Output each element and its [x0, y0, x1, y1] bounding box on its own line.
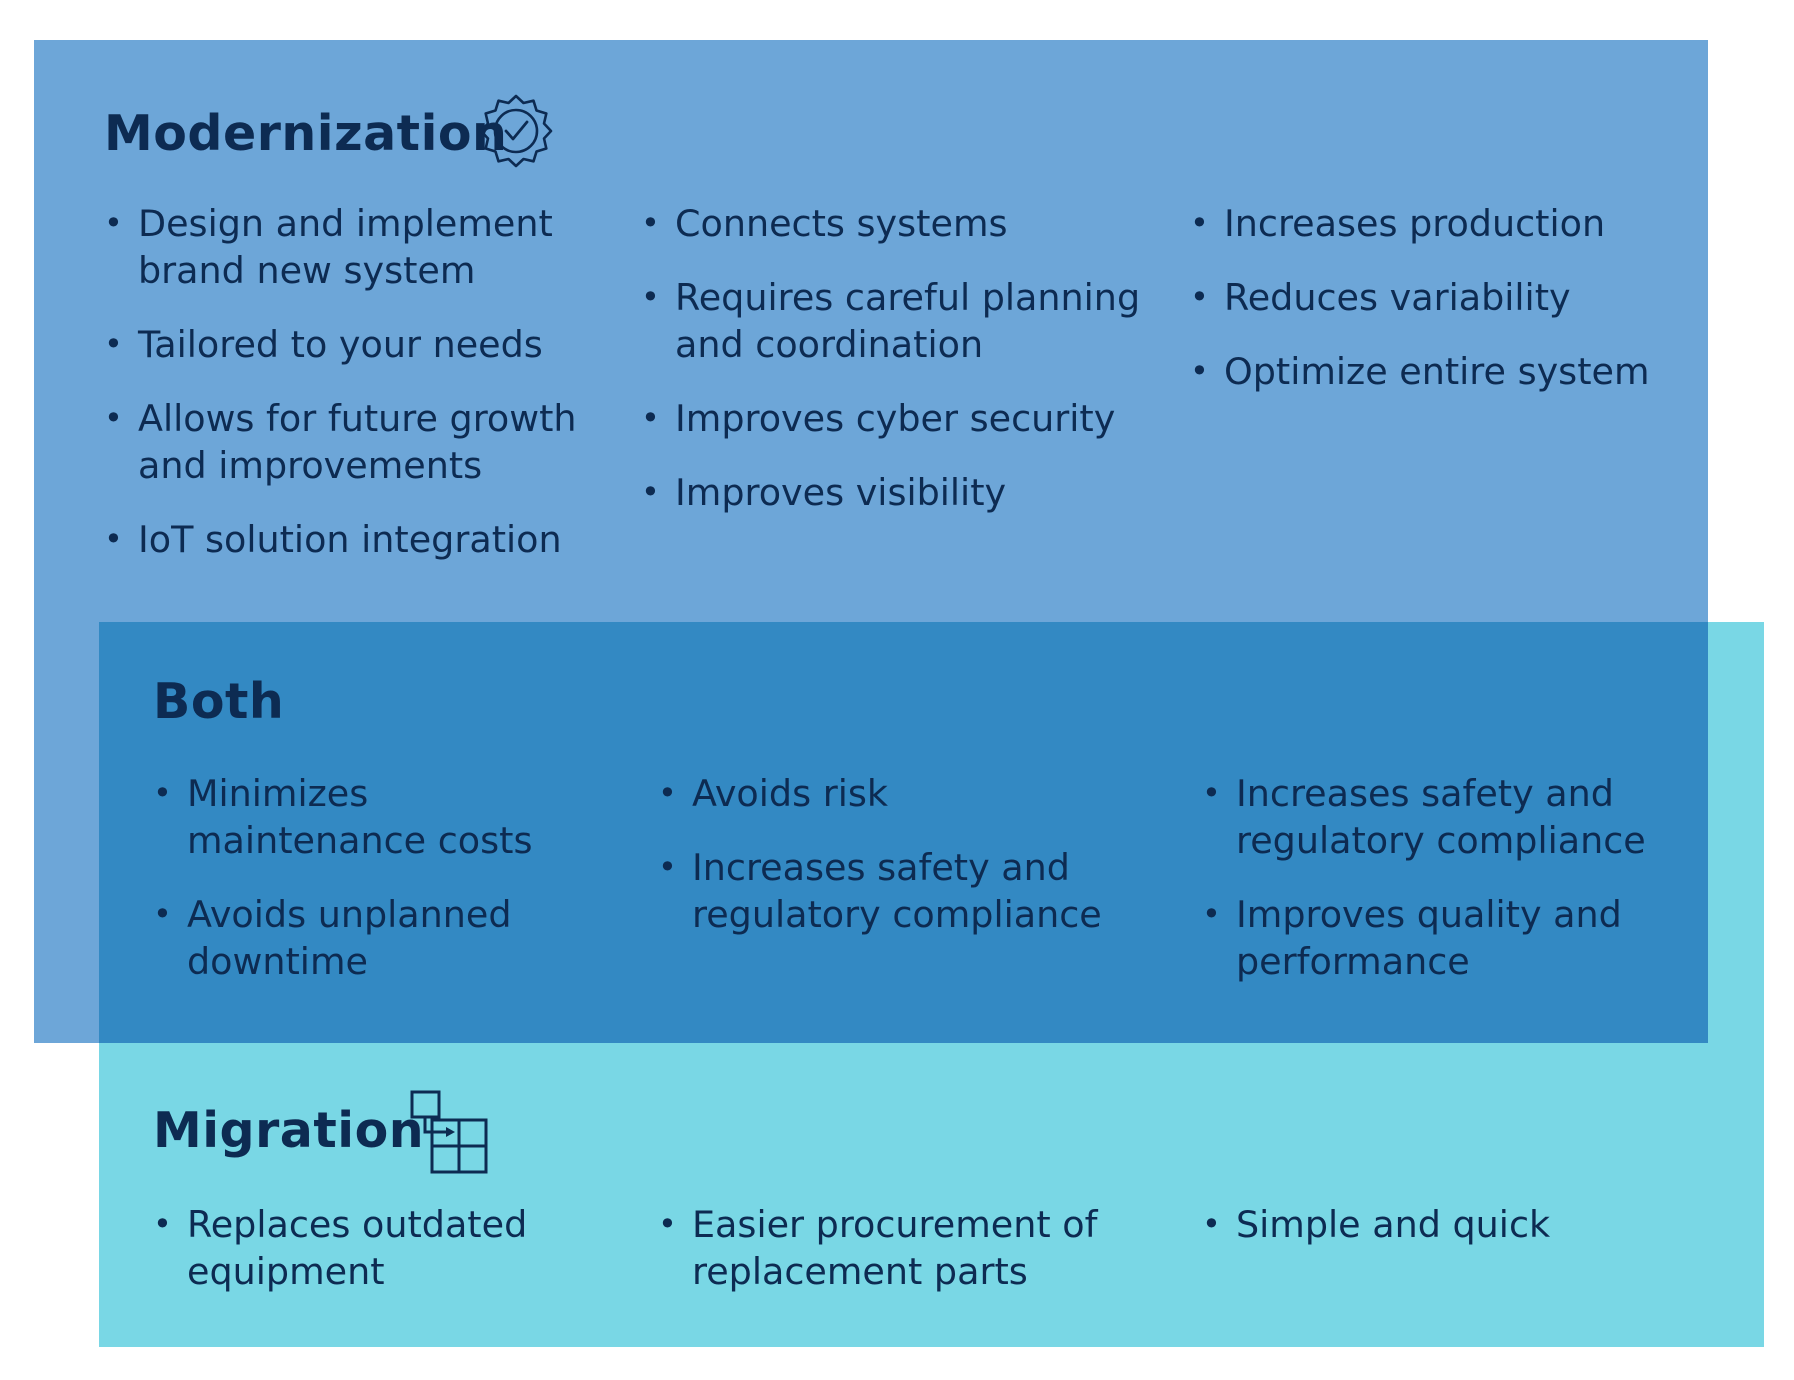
migration-squares-icon	[410, 1090, 488, 1174]
list-item: Increases production	[1190, 200, 1680, 247]
migration-column-3: Simple and quick	[1202, 1201, 1682, 1275]
list-item: Avoids unplanned downtime	[153, 891, 613, 985]
list-item: Increases safety and regulatory complian…	[1202, 770, 1682, 864]
list-item: Simple and quick	[1202, 1201, 1682, 1248]
modernization-column-1: Design and implement brand new system Ta…	[104, 200, 584, 590]
list-item: Connects systems	[641, 200, 1151, 247]
modernization-column-3: Increases production Reduces variability…	[1190, 200, 1680, 422]
list-item: Design and implement brand new system	[104, 200, 584, 294]
list-item: Reduces variability	[1190, 274, 1680, 321]
migration-heading: Migration	[153, 1102, 425, 1159]
list-item: Tailored to your needs	[104, 321, 584, 368]
list-item: Avoids risk	[658, 770, 1158, 817]
both-column-3: Increases safety and regulatory complian…	[1202, 770, 1682, 1012]
list-item: Improves cyber security	[641, 395, 1151, 442]
migration-column-1: Replaces outdated equipment	[153, 1201, 613, 1322]
list-item: Improves visibility	[641, 469, 1151, 516]
modernization-column-2: Connects systems Requires careful planni…	[641, 200, 1151, 543]
both-heading: Both	[153, 673, 285, 730]
both-column-2: Avoids risk Increases safety and regulat…	[658, 770, 1158, 965]
list-item: Allows for future growth and improvement…	[104, 395, 584, 489]
modernization-heading: Modernization	[104, 105, 508, 162]
verified-badge-icon	[479, 94, 553, 168]
both-column-1: Minimizes maintenance costs Avoids unpla…	[153, 770, 613, 1012]
list-item: Minimizes maintenance costs	[153, 770, 613, 864]
migration-column-2: Easier procurement of replacement parts	[658, 1201, 1098, 1322]
list-item: Replaces outdated equipment	[153, 1201, 613, 1295]
list-item: Improves quality and performance	[1202, 891, 1682, 985]
list-item: IoT solution integration	[104, 516, 584, 563]
list-item: Easier procurement of replacement parts	[658, 1201, 1098, 1295]
list-item: Increases safety and regulatory complian…	[658, 844, 1158, 938]
list-item: Requires careful planning and coordinati…	[641, 274, 1151, 368]
list-item: Optimize entire system	[1190, 348, 1680, 395]
